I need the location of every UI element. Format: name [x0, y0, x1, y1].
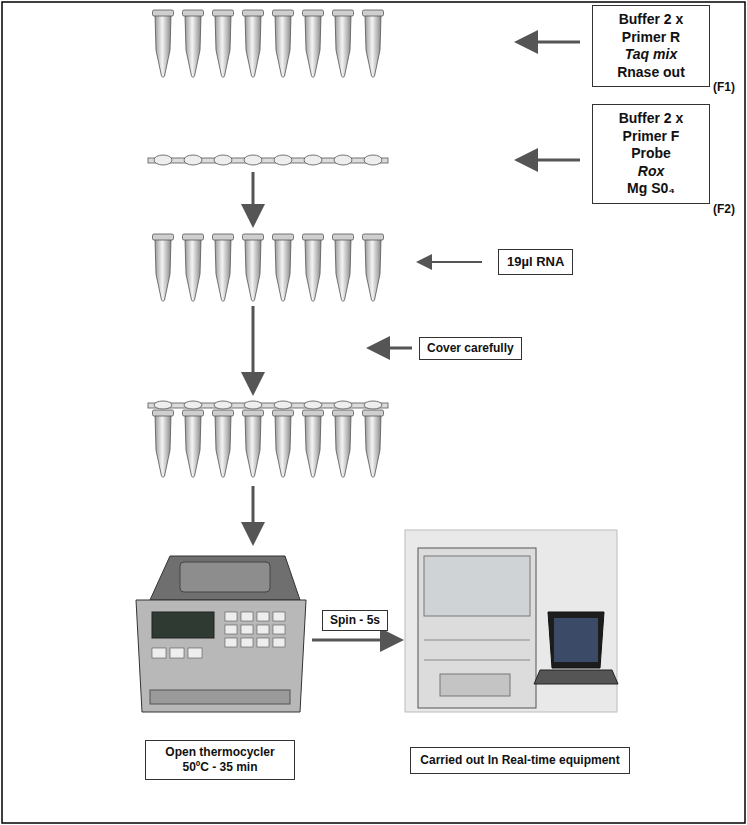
box-text: Mg S0₄ [597, 180, 705, 198]
arrow [252, 486, 255, 540]
capped-tube-row [148, 401, 388, 478]
tag-label: (F1) [713, 80, 735, 94]
step-box: Spin - 5s [322, 610, 388, 631]
box-text: Taq mix [597, 46, 705, 64]
caption-box: Open thermocycler 50ºC - 35 min [145, 740, 295, 780]
box-text: Rnase out [597, 64, 705, 82]
arrow [420, 261, 482, 263]
arrow [520, 41, 580, 44]
tube-row [153, 10, 384, 78]
box-text: Buffer 2 x [597, 11, 705, 29]
thermocycler-picture [136, 556, 306, 712]
caption-box: Carried out In Real-time equipment [410, 747, 630, 774]
arrow [252, 172, 255, 222]
step-box: Cover carefully [419, 337, 522, 360]
arrow [520, 159, 580, 162]
reagent-box: Buffer 2 xPrimer RTaq mixRnase out [592, 5, 710, 87]
cap-strip [148, 155, 388, 165]
arrow [312, 639, 398, 642]
tube-row [153, 234, 384, 302]
real-time-equipment-picture [405, 530, 618, 712]
box-text: Rox [597, 163, 705, 181]
box-text: 19µl RNA [507, 254, 564, 270]
box-text: Cover carefully [427, 341, 514, 356]
reagent-box: Buffer 2 xPrimer FProbeRoxMg S0₄ [592, 104, 710, 204]
arrow [252, 306, 255, 390]
box-text: Primer R [597, 29, 705, 47]
step-box: 19µl RNA [498, 249, 573, 275]
box-text: Primer F [597, 128, 705, 146]
tag-label: (F2) [713, 202, 735, 216]
box-text: Buffer 2 x [597, 110, 705, 128]
box-text: Carried out In Real-time equipment [417, 753, 623, 768]
box-text: Probe [597, 145, 705, 163]
box-text: Open thermocycler 50ºC - 35 min [152, 745, 288, 775]
arrow [372, 347, 412, 350]
box-text: Spin - 5s [330, 613, 380, 628]
